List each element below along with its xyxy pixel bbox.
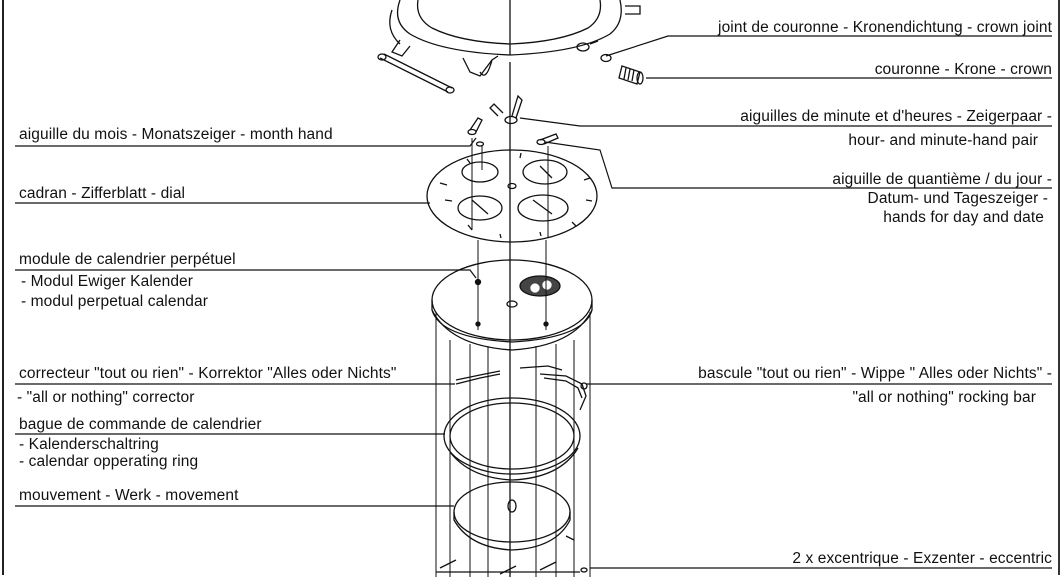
watch-case (377, 0, 641, 94)
label-rocking-bar-en: "all or nothing" rocking bar (852, 389, 1036, 406)
label-corrector-en: - "all or nothing" corrector (17, 389, 195, 406)
hands (467, 94, 559, 147)
label-hour-minute-hands-en: hour- and minute-hand pair (848, 132, 1038, 149)
label-calendar-module-en: - modul perpetual calendar (21, 293, 208, 310)
label-hour-minute-hands: aiguilles de minute et d'heures - Zeiger… (740, 108, 1052, 125)
label-dial: cadran - Zifferblatt - dial (19, 185, 186, 202)
label-crown: couronne - Krone - crown (874, 61, 1052, 78)
label-month-hand: aiguille du mois - Monatszeiger - month … (19, 126, 333, 143)
label-date-hands-en: hands for day and date (883, 209, 1044, 226)
label-movement: mouvement - Werk - movement (19, 487, 239, 504)
label-date-hands: aiguille de quantième / du jour - (832, 171, 1052, 188)
label-calendar-ring-de: - Kalenderschaltring (19, 436, 159, 453)
label-date-hands-de: Datum- und Tageszeiger - (867, 190, 1048, 207)
label-rocking-bar: bascule "tout ou rien" - Wippe " Alles o… (698, 365, 1052, 382)
label-corrector: correcteur "tout ou rien" - Korrektor "A… (19, 365, 397, 382)
label-eccentric: 2 x excentrique - Exzenter - eccentric (792, 550, 1052, 567)
calendar-module-drawing (431, 259, 593, 351)
label-calendar-ring: bague de commande de calendrier (19, 416, 262, 433)
label-crown-joint: joint de couronne - Kronendichtung - cro… (718, 19, 1052, 36)
calendar-ring-drawing (443, 397, 581, 481)
label-calendar-module: module de calendrier perpétuel (19, 251, 236, 268)
corrector-drawing (455, 365, 588, 411)
dial-drawing (426, 149, 598, 243)
label-calendar-module-de: - Modul Ewiger Kalender (21, 273, 194, 290)
label-calendar-ring-en: - calendar opperating ring (19, 453, 199, 470)
leader-lines (15, 35, 1052, 569)
movement-drawing (436, 481, 588, 575)
assembly-guide-lines (435, 138, 591, 577)
crown-parts (600, 53, 644, 85)
